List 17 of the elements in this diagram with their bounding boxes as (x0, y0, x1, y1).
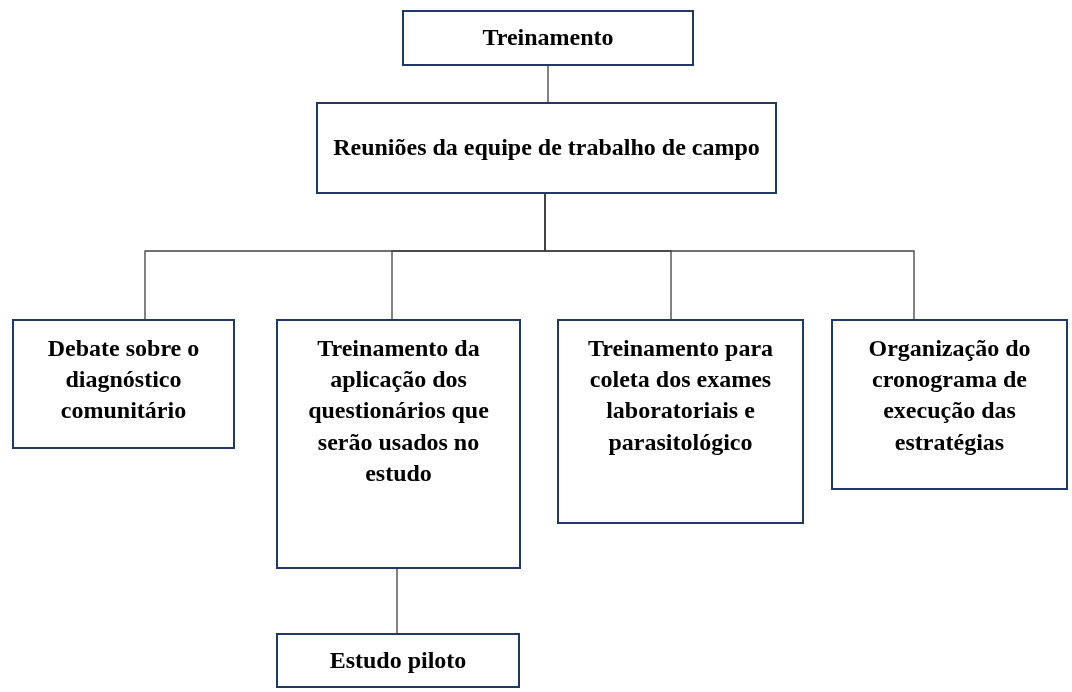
box-label: Treinamento (482, 23, 614, 53)
process-box (316, 102, 777, 194)
connector-line (547, 65, 549, 103)
process-box (831, 319, 1068, 490)
process-box (12, 319, 235, 449)
box-label: Treinamento da aplicação dos questionários que serão usados no estudo (307, 334, 490, 488)
box-label: Estudo piloto (329, 645, 467, 675)
box-label: Reuniões da equipe de trabalho de campo (333, 133, 760, 163)
box-label: Treinamento para coleta dos exames laboratoriais e parasitológico (586, 334, 775, 457)
process-box (276, 633, 520, 688)
connector-line (396, 568, 398, 634)
process-box (276, 319, 521, 569)
connector-line (544, 193, 915, 320)
box-label: Organização do cronograma de execução das estratégias (867, 334, 1032, 457)
process-box (402, 10, 694, 66)
box-label: Debate sobre o diagnóstico comunitário (46, 334, 201, 426)
process-box (557, 319, 804, 524)
